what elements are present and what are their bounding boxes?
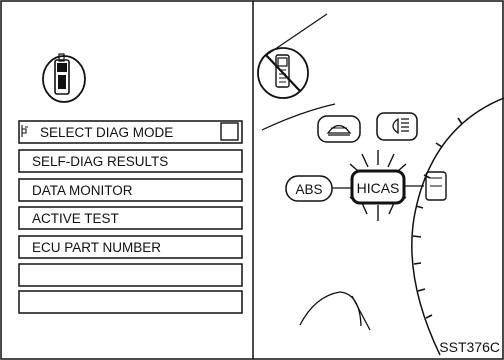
menu-label: SELF-DIAG RESULTS	[32, 154, 168, 169]
hicas-warning-lamp: HICAS	[350, 150, 406, 221]
consult-tester-icon	[43, 54, 85, 102]
abs-warning-lamp: ABS	[286, 176, 332, 201]
menu-label: DATA MONITOR	[32, 183, 133, 198]
menu-button-ecu-part-number[interactable]: ECU PART NUMBER	[19, 236, 242, 258]
gauge-needle	[300, 292, 370, 330]
checkbox[interactable]	[221, 123, 238, 140]
menu-button-empty-1[interactable]	[19, 264, 242, 286]
speedometer-dial	[412, 98, 504, 355]
menu-label: ECU PART NUMBER	[32, 240, 161, 255]
menu-list: SELF-DIAG RESULTS DATA MONITOR ACTIVE TE…	[19, 150, 242, 313]
abs-label: ABS	[295, 182, 322, 197]
screen-title: SELECT DIAG MODE	[40, 125, 173, 140]
figure-code: SST376C	[439, 339, 500, 355]
select-diag-mode-row: SELECT DIAG MODE	[19, 121, 242, 143]
consult-screen: SELECT DIAG MODE SELF-DIAG RESULTS DATA …	[19, 54, 242, 313]
no-consult-tester-icon	[258, 48, 308, 98]
menu-button-data-monitor[interactable]: DATA MONITOR	[19, 179, 242, 201]
headlamp-icon	[377, 113, 417, 140]
menu-label: ACTIVE TEST	[32, 211, 119, 226]
menu-button-active-test[interactable]: ACTIVE TEST	[19, 207, 242, 229]
menu-button-empty-2[interactable]	[19, 291, 242, 313]
fuel-pump-icon	[426, 172, 446, 200]
menu-button-self-diag[interactable]: SELF-DIAG RESULTS	[19, 150, 242, 172]
warning-lamp-icon	[318, 116, 360, 142]
pointer-hand-icon	[22, 125, 28, 137]
hicas-label: HICAS	[357, 180, 400, 196]
instrument-cluster: ABS HICAS	[258, 14, 504, 355]
